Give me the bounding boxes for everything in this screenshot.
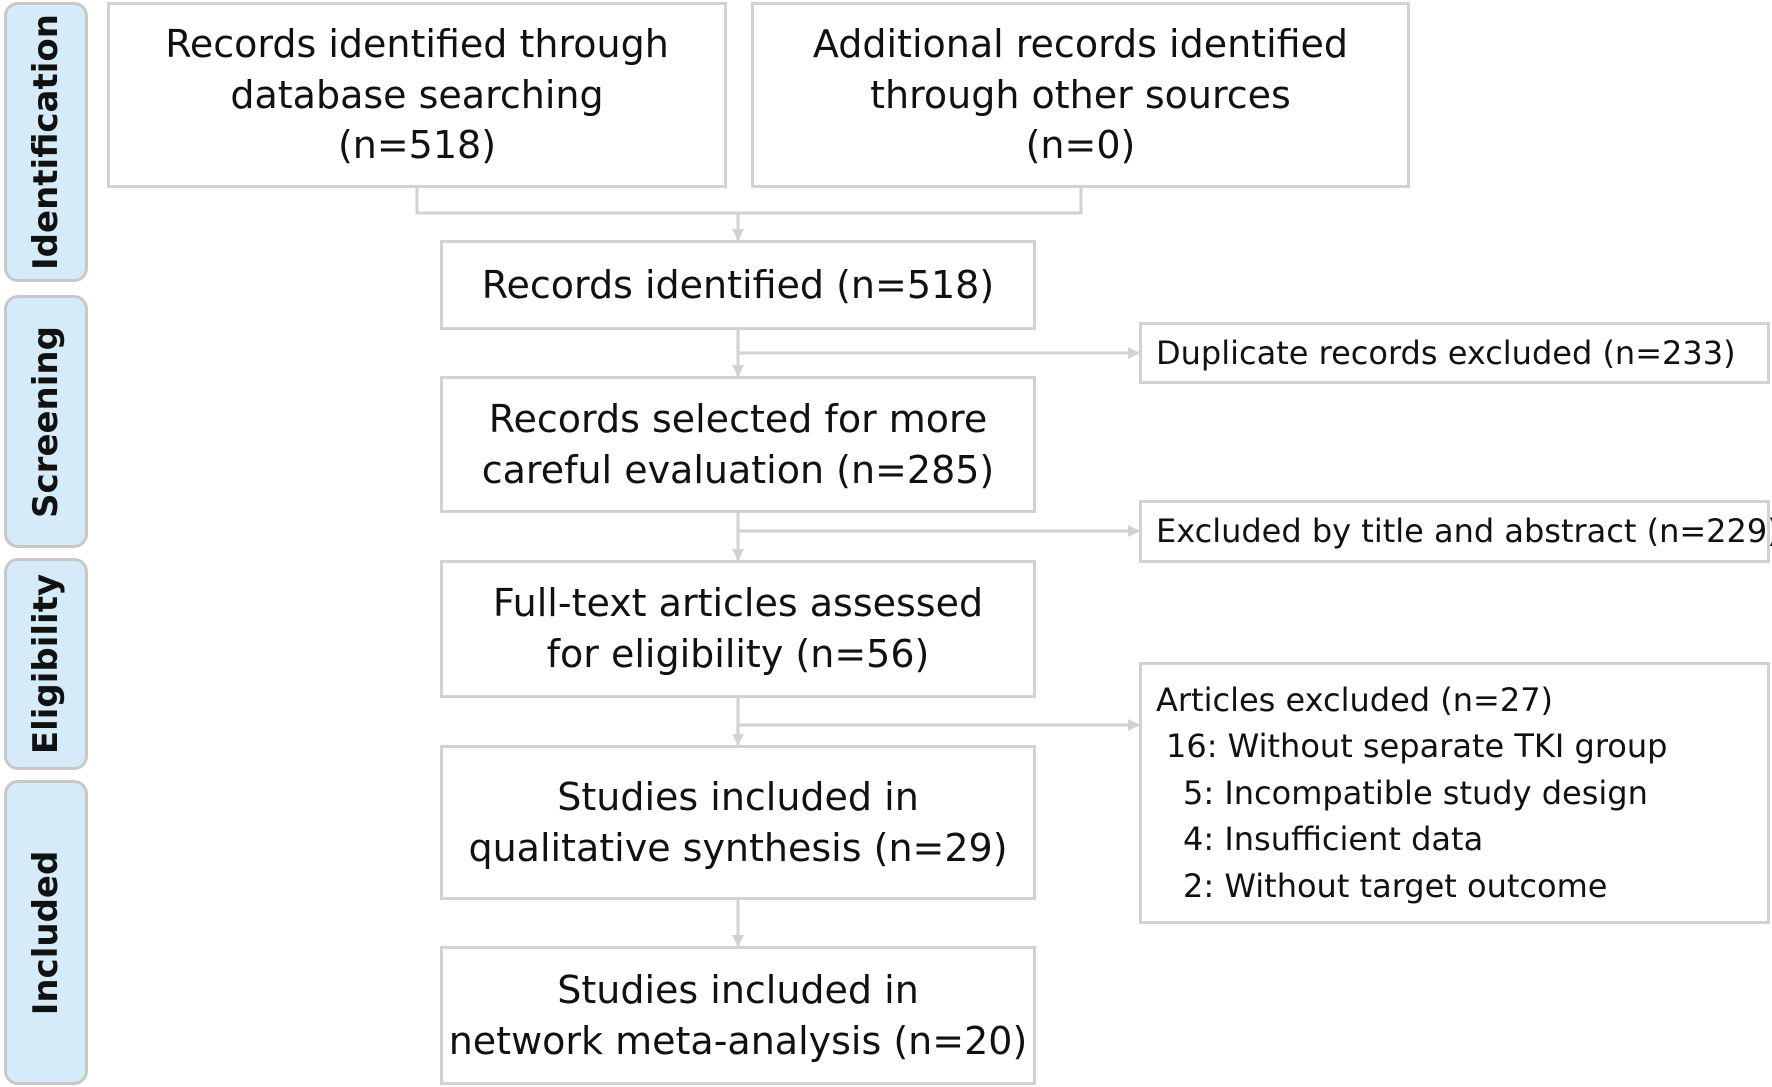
exclusion-reason: 2: Without target outcome [1183,866,1608,905]
title-abstract-excluded-text: Excluded by title and abstract (n=229) [1156,512,1772,551]
records-selected-box: Records selected for more careful evalua… [440,376,1036,513]
articles-excluded-box: Articles excluded (n=27) 16: Without sep… [1139,662,1770,924]
duplicates-excluded-text: Duplicate records excluded (n=233) [1156,333,1736,372]
title-abstract-excluded-box: Excluded by title and abstract (n=229) [1139,500,1772,563]
phase-screening: Screening [4,295,88,548]
qualitative-line-2: qualitative synthesis (n=29) [468,825,1008,870]
phase-included: Included [4,780,88,1085]
articles-excluded-title: Articles excluded (n=27) [1156,681,1554,719]
exclusion-reason: 16: Without separate TKI group [1166,727,1668,766]
database-search-box: Records identified through database sear… [107,2,727,188]
network-line-1: Studies included in [557,967,919,1012]
records-identified-line-1: Records identified (n=518) [481,262,995,307]
database-search-line-2: database searching [230,72,604,117]
database-search-line-3: (n=518) [337,123,497,168]
qualitative-box: Studies included in qualitative synthesi… [440,745,1036,900]
other-sources-line-3: (n=0) [1025,123,1136,168]
exclusion-reason: 4: Insufficient data [1183,820,1484,859]
qualitative-line-1: Studies included in [557,774,919,819]
network-line-2: network meta-analysis (n=20) [448,1018,1028,1063]
network-box: Studies included in network meta-analysi… [440,946,1036,1085]
exclusion-reason: 5: Incompatible study design [1183,773,1648,812]
records-selected-line-2: careful evaluation (n=285) [481,447,995,492]
other-sources-line-2: through other sources [870,72,1291,117]
other-sources-box: Additional records identified through ot… [751,2,1410,188]
full-text-box: Full-text articles assessed for eligibil… [440,560,1036,698]
database-search-line-1: Records identified through [165,22,669,67]
duplicates-excluded-box: Duplicate records excluded (n=233) [1139,322,1770,384]
merge-connector [415,188,1083,215]
records-selected-line-1: Records selected for more [488,396,988,441]
records-identified-box: Records identified (n=518) [440,240,1036,330]
full-text-line-2: for eligibility (n=56) [546,632,930,676]
phase-identification: Identification [4,2,88,282]
phase-eligibility: Eligibility [4,558,88,770]
full-text-line-1: Full-text articles assessed [492,581,984,626]
other-sources-line-1: Additional records identified [812,22,1349,67]
